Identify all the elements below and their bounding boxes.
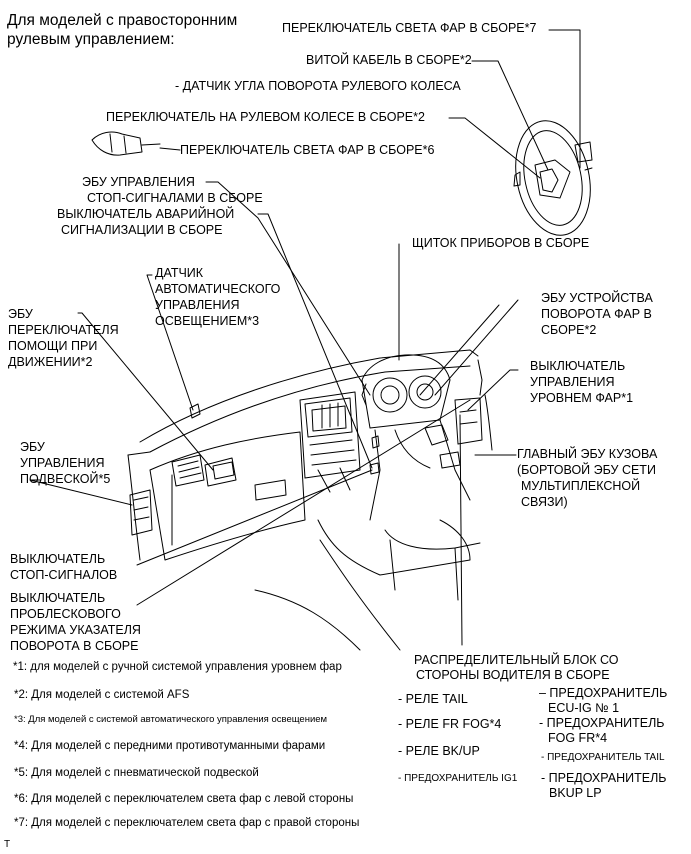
footnote-6: *6: Для моделей с переключателем света ф… bbox=[14, 793, 354, 805]
footnote-2: *2: Для моделей с системой AFS bbox=[14, 689, 190, 701]
label-swivel-ecu-line2: ПОВОРОТА ФАР В bbox=[541, 307, 652, 321]
footnote-7: *7: Для моделей с переключателем света ф… bbox=[14, 817, 360, 829]
label-suspension-ecu-line1: ЭБУ bbox=[20, 440, 45, 454]
label-light-sensor-line2: АВТОМАТИЧЕСКОГО bbox=[155, 282, 281, 296]
label-suspension-ecu-line3: ПОДВЕСКОЙ*5 bbox=[20, 472, 111, 486]
label-headlight-switch-6: ПЕРЕКЛЮЧАТЕЛЬ СВЕТА ФАР В СБОРЕ*6 bbox=[180, 143, 435, 157]
footnote-1: *1: для моделей с ручной системой управл… bbox=[13, 661, 342, 673]
relay-tail: - РЕЛЕ TAIL bbox=[398, 692, 468, 706]
fuse-ecu-ig-line1: – ПРЕДОХРАНИТЕЛЬ bbox=[539, 686, 668, 700]
label-light-sensor-line1: ДАТЧИК bbox=[155, 266, 204, 280]
fuse-fog-fr-line2: FOG FR*4 bbox=[548, 731, 608, 745]
label-flasher-line2: ПРОБЛЕСКОВОГО bbox=[10, 607, 121, 621]
label-flasher-line4: ПОВОРОТА В СБОРЕ bbox=[10, 639, 139, 653]
fuse-ecu-ig-line2: ECU-IG № 1 bbox=[548, 701, 620, 715]
relay-fr-fog: - РЕЛЕ FR FOG*4 bbox=[398, 717, 502, 731]
label-body-ecu-line4: СВЯЗИ) bbox=[521, 495, 568, 509]
label-suspension-ecu-line2: УПРАВЛЕНИЯ bbox=[20, 456, 105, 470]
footnote-5: *5: Для моделей с пневматической подвеск… bbox=[14, 767, 259, 779]
footnote-4: *4: Для моделей с передними противотуман… bbox=[14, 740, 326, 752]
label-swivel-ecu-line3: СБОРЕ*2 bbox=[541, 323, 597, 337]
label-leveling-switch-line3: УРОВНЕМ ФАР*1 bbox=[530, 391, 634, 405]
label-spiral-cable: ВИТОЙ КАБЕЛЬ В СБОРЕ*2 bbox=[306, 53, 472, 67]
label-swivel-ecu-line1: ЭБУ УСТРОЙСТВА bbox=[541, 291, 653, 305]
relay-bkup: - РЕЛЕ BK/UP bbox=[398, 744, 480, 758]
label-light-sensor-line4: ОСВЕЩЕНИЕМ*3 bbox=[155, 314, 260, 328]
label-stop-lamp-switch-line1: ВЫКЛЮЧАТЕЛЬ bbox=[10, 552, 106, 566]
label-steering-sensor: - ДАТЧИК УГЛА ПОВОРОТА РУЛЕВОГО КОЛЕСА bbox=[175, 79, 461, 93]
label-body-ecu-line2: (БОРТОВОЙ ЭБУ СЕТИ bbox=[517, 463, 656, 477]
label-junction-block-line2: СТОРОНЫ ВОДИТЕЛЯ В СБОРЕ bbox=[416, 668, 610, 682]
fuse-fog-fr-line1: - ПРЕДОХРАНИТЕЛЬ bbox=[539, 716, 665, 730]
label-hazard-switch-line2: СИГНАЛИЗАЦИИ В СБОРЕ bbox=[61, 223, 223, 237]
label-junction-block-line1: РАСПРЕДЕЛИТЕЛЬНЫЙ БЛОК СО bbox=[414, 653, 619, 667]
label-hazard-switch-line1: ВЫКЛЮЧАТЕЛЬ АВАРИЙНОЙ bbox=[57, 207, 235, 221]
label-flasher-line3: РЕЖИМА УКАЗАТЕЛЯ bbox=[10, 623, 141, 637]
label-driving-support-line4: ДВИЖЕНИИ*2 bbox=[8, 355, 93, 369]
footer-mark: T bbox=[4, 839, 11, 850]
label-flasher-line1: ВЫКЛЮЧАТЕЛЬ bbox=[10, 591, 106, 605]
header-line-1: Для моделей с правосторонним bbox=[7, 12, 238, 29]
label-driving-support-line2: ПЕРЕКЛЮЧАТЕЛЯ bbox=[8, 323, 119, 337]
label-stop-lamp-switch-line2: СТОП-СИГНАЛОВ bbox=[10, 568, 118, 582]
label-combination-meter: ЩИТОК ПРИБОРОВ В СБОРЕ bbox=[412, 236, 590, 250]
label-leveling-switch-line1: ВЫКЛЮЧАТЕЛЬ bbox=[530, 359, 626, 373]
label-stop-lamp-ecu-line2: СТОП-СИГНАЛАМИ В СБОРЕ bbox=[87, 191, 263, 205]
label-driving-support-line1: ЭБУ bbox=[8, 307, 33, 321]
footnote-3: *3: Для моделей с системой автоматическо… bbox=[14, 714, 328, 725]
label-leveling-switch-line2: УПРАВЛЕНИЯ bbox=[530, 375, 615, 389]
label-body-ecu-line3: МУЛЬТИПЛЕКСНОЙ bbox=[521, 479, 641, 493]
label-headlight-switch-7: ПЕРЕКЛЮЧАТЕЛЬ СВЕТА ФАР В СБОРЕ*7 bbox=[282, 21, 537, 35]
fuse-bkup-lp-line2: BKUP LP bbox=[549, 786, 602, 800]
label-driving-support-line3: ПОМОЩИ ПРИ bbox=[8, 339, 98, 353]
header-line-2: рулевым управлением: bbox=[7, 31, 175, 48]
label-steering-pad-switch: ПЕРЕКЛЮЧАТЕЛЬ НА РУЛЕВОМ КОЛЕСЕ В СБОРЕ*… bbox=[106, 110, 425, 124]
label-light-sensor-line3: УПРАВЛЕНИЯ bbox=[155, 298, 240, 312]
fuse-ig1: - ПРЕДОХРАНИТЕЛЬ IG1 bbox=[398, 773, 518, 784]
label-body-ecu-line1: ГЛАВНЫЙ ЭБУ КУЗОВА bbox=[517, 447, 658, 461]
fuse-tail: - ПРЕДОХРАНИТЕЛЬ TAIL bbox=[541, 752, 665, 763]
fuse-bkup-lp-line1: - ПРЕДОХРАНИТЕЛЬ bbox=[541, 771, 667, 785]
label-stop-lamp-ecu-line1: ЭБУ УПРАВЛЕНИЯ bbox=[82, 175, 195, 189]
